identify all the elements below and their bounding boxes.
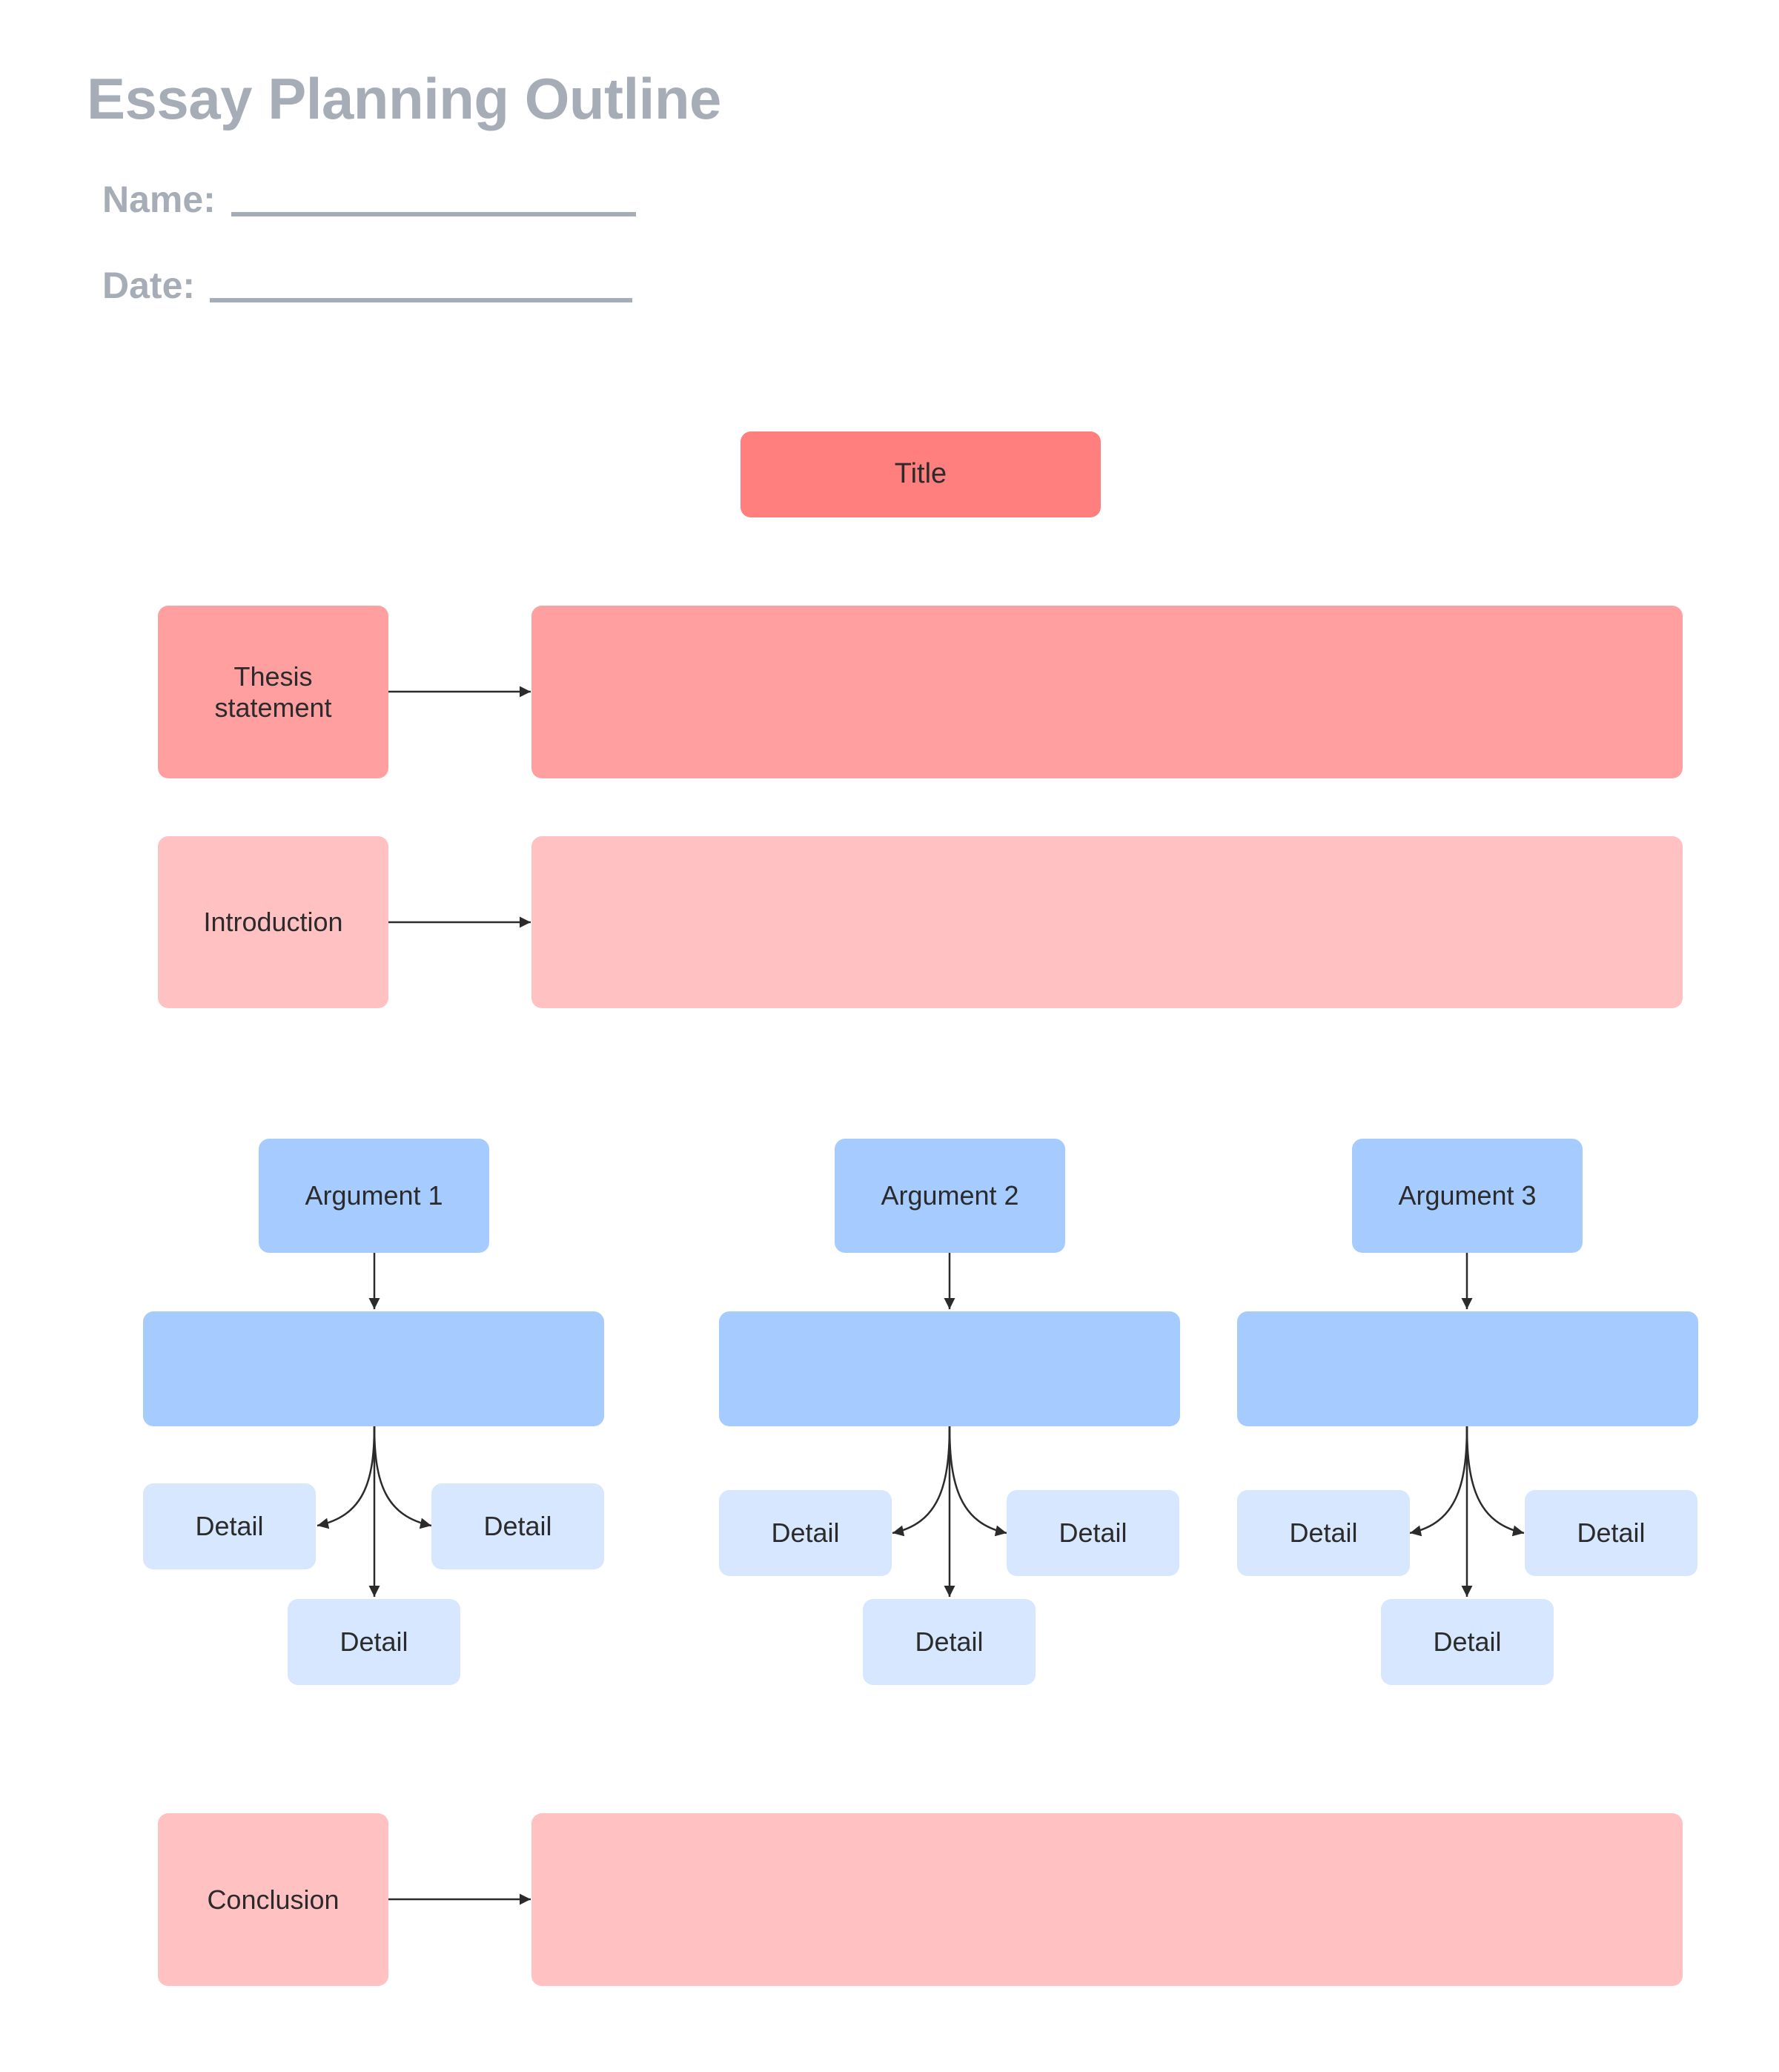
argument-2-content-box[interactable] [719, 1311, 1180, 1426]
detail-label: Detail [771, 1517, 840, 1549]
introduction-box[interactable]: Introduction [158, 836, 388, 1008]
argument-1-detail-bottom[interactable]: Detail [288, 1599, 460, 1685]
detail-label: Detail [1577, 1517, 1646, 1549]
detail-label: Detail [483, 1511, 552, 1542]
thesis-statement-box[interactable]: Thesis statement [158, 606, 388, 778]
argument-1-detail-right[interactable]: Detail [431, 1483, 604, 1569]
argument-2-detail-right-arrow [948, 1426, 1007, 1537]
argument-3-label: Argument 3 [1398, 1180, 1537, 1211]
date-label: Date: [102, 265, 196, 306]
argument-2-detail-left[interactable]: Detail [719, 1490, 892, 1576]
argument-2-detail-left-arrow [892, 1426, 951, 1537]
introduction-content-box[interactable] [531, 836, 1683, 1008]
argument-3-detail-right-arrow [1465, 1426, 1525, 1537]
argument-2-detail-right[interactable]: Detail [1007, 1490, 1179, 1576]
title-box-label: Title [894, 458, 947, 490]
detail-label: Detail [915, 1626, 984, 1658]
argument-2-detail-bottom[interactable]: Detail [863, 1599, 1036, 1685]
argument-3-box[interactable]: Argument 3 [1352, 1139, 1583, 1253]
conclusion-box[interactable]: Conclusion [158, 1813, 388, 1986]
argument-2-box[interactable]: Argument 2 [835, 1139, 1065, 1253]
argument-2-label: Argument 2 [881, 1180, 1019, 1211]
conclusion-label: Conclusion [207, 1884, 339, 1915]
page-title: Essay Planning Outline [87, 66, 721, 131]
argument-3-detail-left-arrow [1409, 1426, 1468, 1537]
argument-1-detail-right-arrow [373, 1426, 432, 1529]
date-input-line[interactable] [210, 298, 632, 302]
argument-1-detail-left-arrow [317, 1426, 376, 1529]
thesis-statement-label: Thesis statement [214, 661, 332, 723]
detail-label: Detail [195, 1511, 264, 1542]
detail-label: Detail [1433, 1626, 1502, 1658]
name-label: Name: [102, 179, 216, 220]
conclusion-content-box[interactable] [531, 1813, 1683, 1986]
argument-3-detail-left[interactable]: Detail [1237, 1490, 1410, 1576]
detail-label: Detail [339, 1626, 408, 1658]
introduction-label: Introduction [203, 907, 343, 938]
argument-3-content-box[interactable] [1237, 1311, 1698, 1426]
argument-1-content-box[interactable] [143, 1311, 604, 1426]
argument-1-box[interactable]: Argument 1 [259, 1139, 489, 1253]
argument-3-detail-right[interactable]: Detail [1525, 1490, 1697, 1576]
detail-label: Detail [1059, 1517, 1127, 1549]
argument-1-label: Argument 1 [305, 1180, 443, 1211]
title-box[interactable]: Title [741, 431, 1101, 517]
thesis-content-box[interactable] [531, 606, 1683, 778]
detail-label: Detail [1289, 1517, 1358, 1549]
argument-1-detail-left[interactable]: Detail [143, 1483, 316, 1569]
argument-3-detail-bottom[interactable]: Detail [1381, 1599, 1554, 1685]
name-input-line[interactable] [231, 212, 636, 216]
